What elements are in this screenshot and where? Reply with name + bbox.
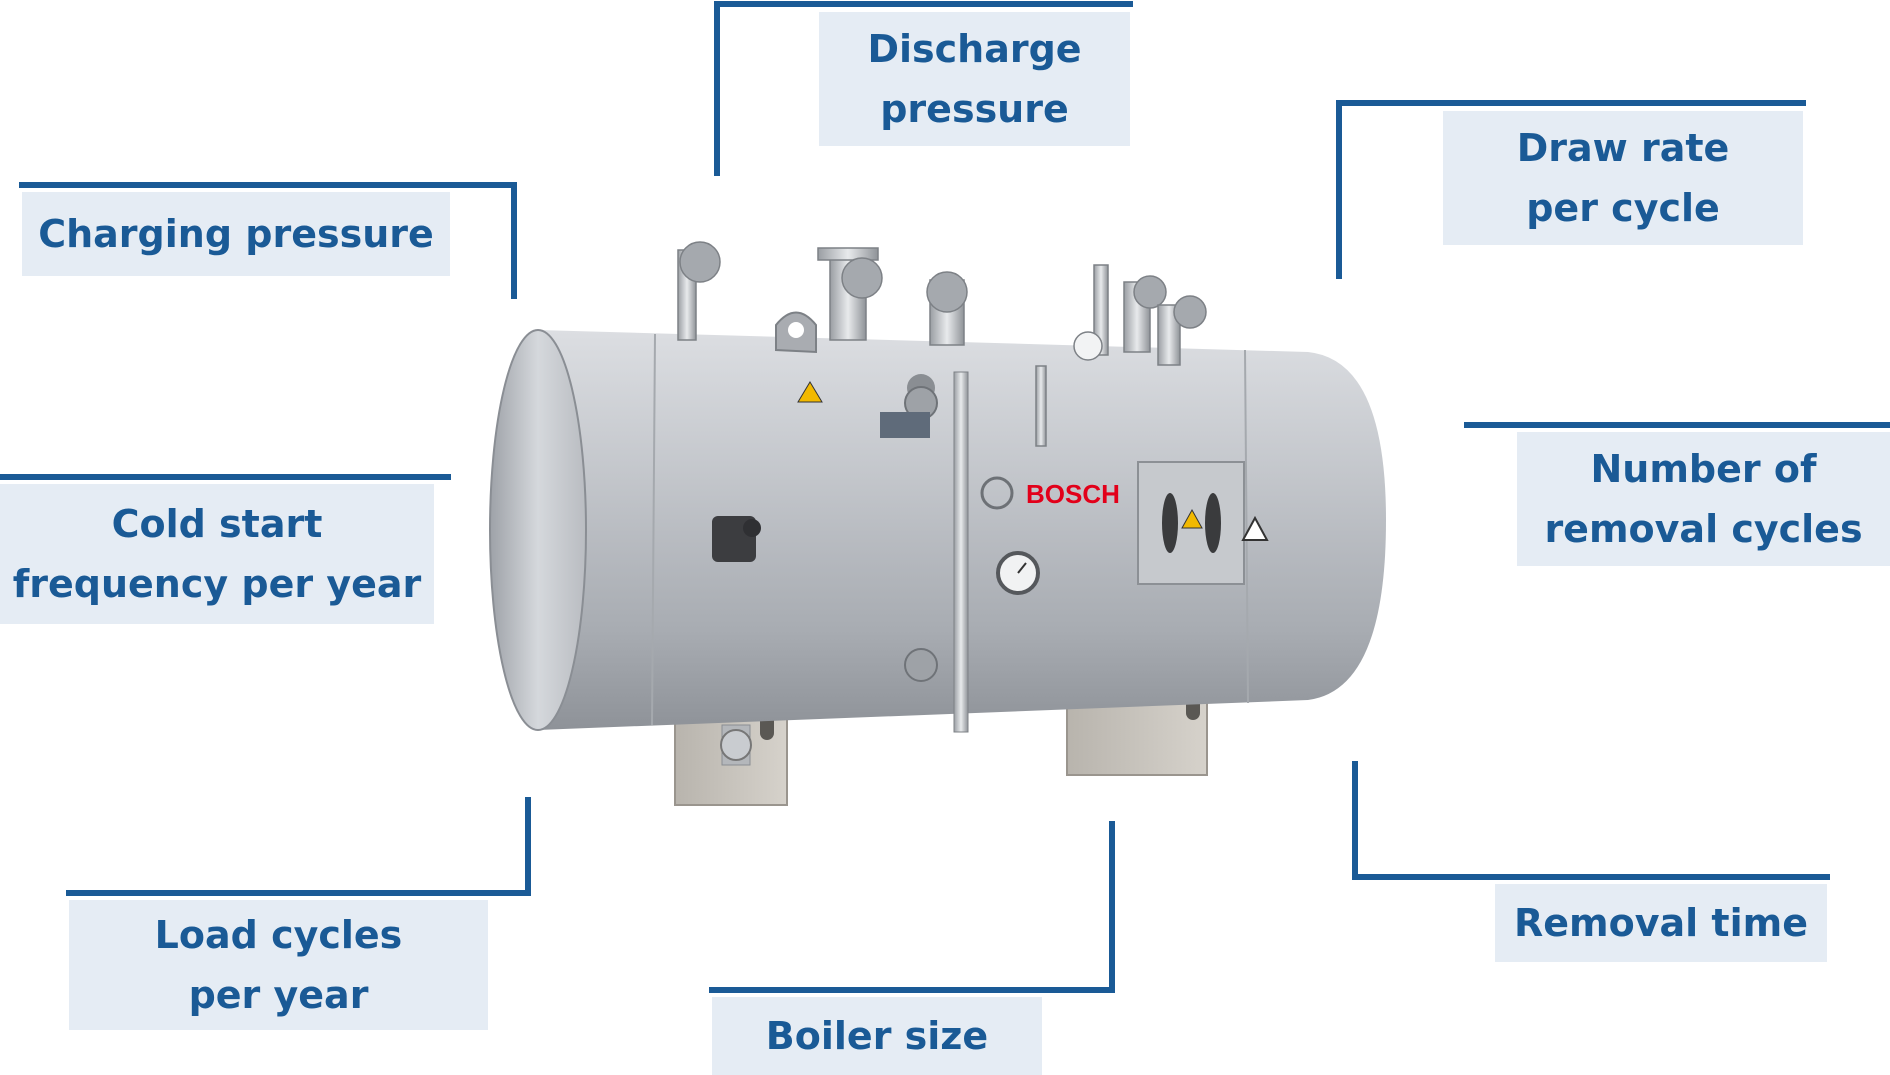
- top-valves: [677, 241, 1207, 447]
- label-charging-pressure: Charging pressure: [22, 192, 450, 276]
- label-boiler-size: Boiler size: [712, 997, 1042, 1075]
- connector-draw-rate: [1336, 100, 1806, 279]
- label-removal-time: Removal time: [1495, 884, 1827, 962]
- brand-logo-text: BOSCH: [1026, 479, 1120, 509]
- label-number-removal-cycles: Number of removal cycles: [1517, 432, 1890, 566]
- label-draw-rate: Draw rate per cycle: [1443, 111, 1803, 245]
- connector-discharge: [714, 1, 1133, 176]
- boiler-end-cap: [489, 329, 587, 731]
- level-gauge-tube: [953, 371, 969, 733]
- connector-charging: [19, 182, 517, 299]
- label-cold-start: Cold start frequency per year: [0, 484, 434, 624]
- label-load-cycles: Load cycles per year: [69, 900, 488, 1030]
- connector-boiler-size: [709, 821, 1115, 993]
- connector-removal-time: [1352, 761, 1830, 880]
- connector-load-cycles: [66, 797, 531, 896]
- bosch-logo-icon: [980, 476, 1014, 510]
- label-discharge-pressure: Discharge pressure: [819, 12, 1130, 146]
